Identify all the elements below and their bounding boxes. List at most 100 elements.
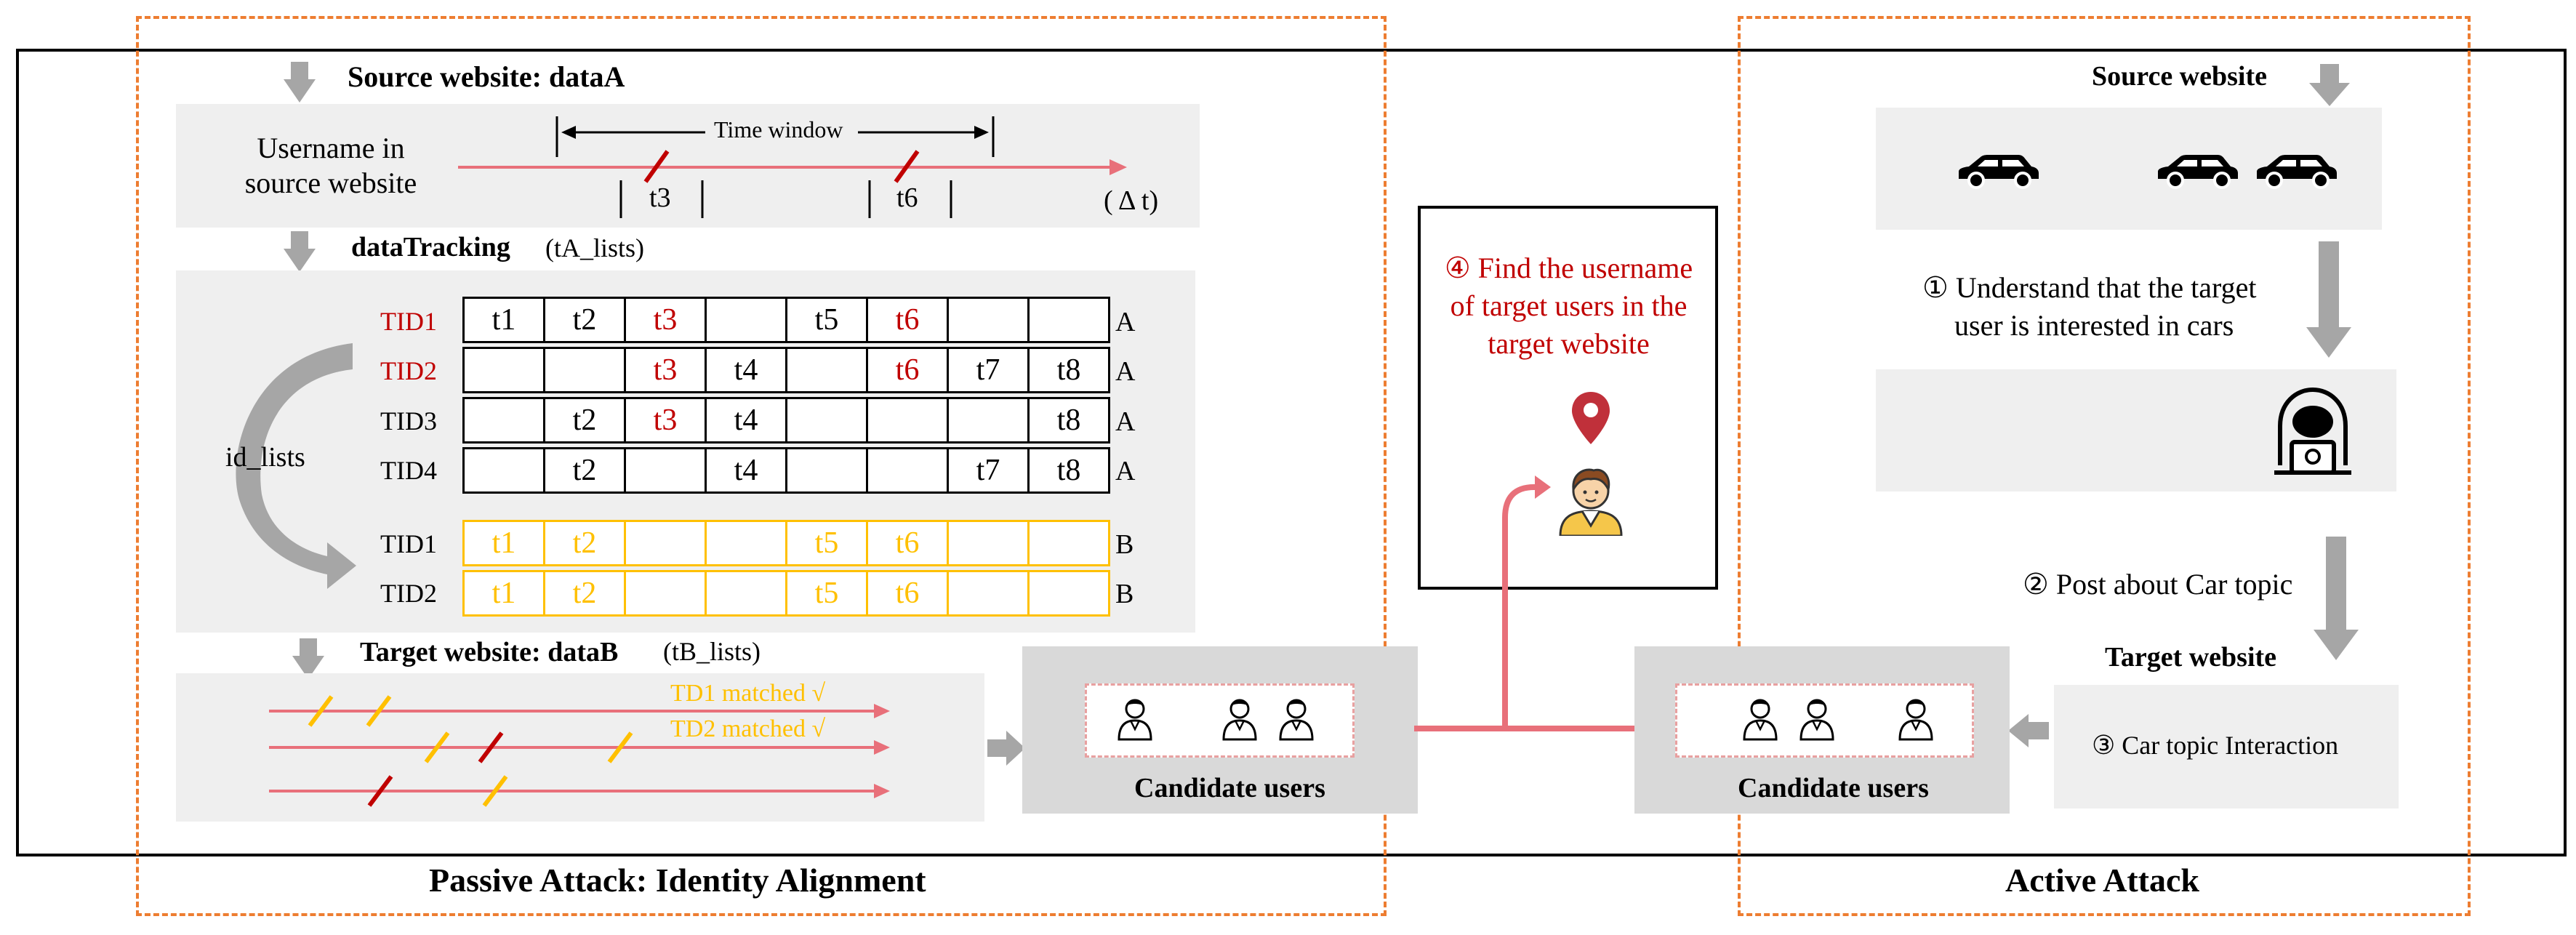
tid-label: TID1 (380, 307, 437, 336)
time-cell: t1 (462, 570, 545, 617)
time-cell: t5 (785, 570, 868, 617)
connector-arrow-svg (1414, 475, 1634, 731)
time-cell (866, 447, 949, 494)
time-cell (462, 347, 545, 393)
time-cell (624, 570, 707, 617)
active-attack-title: Active Attack (2005, 862, 2199, 899)
timeline-mark-t6: t6 (896, 182, 918, 213)
tid-label: TID2 (380, 356, 437, 385)
time-cell: t4 (705, 447, 787, 494)
user-icon (1116, 696, 1154, 745)
user-icon (1741, 696, 1779, 745)
time-cell: t6 (866, 520, 949, 566)
down-arrow-icon (284, 62, 316, 103)
understand-line-2: user is interested in cars (1954, 309, 2234, 342)
down-arrow-icon (292, 638, 324, 679)
time-cell: t1 (462, 297, 545, 343)
time-cell (462, 397, 545, 444)
time-cell (785, 397, 868, 444)
user-avatar-icon (1559, 468, 1623, 536)
time-cell: t6 (866, 297, 949, 343)
time-cell (543, 347, 626, 393)
time-cell (1027, 520, 1110, 566)
passive-attack-region (136, 16, 1387, 916)
target-timeline-svg (269, 695, 890, 807)
source-timeline-svg (458, 116, 1127, 218)
site-label: A (1115, 406, 1136, 437)
time-cell: t6 (866, 347, 949, 393)
find-line-1: ④ Find the username (1444, 252, 1693, 284)
time-cell: t2 (543, 447, 626, 494)
time-cell (1027, 570, 1110, 617)
id-lists-label: id_lists (225, 442, 305, 473)
site-label: A (1115, 456, 1136, 486)
down-arrow-icon (2306, 241, 2351, 358)
car-topic-interaction-label: ③ Car topic Interaction (2092, 731, 2339, 760)
tid-label: TID1 (380, 529, 437, 558)
time-cell: t5 (785, 520, 868, 566)
data-tracking-label: dataTracking (351, 232, 510, 262)
find-line-2: of target users in the (1450, 289, 1688, 322)
active-target-label: Target website (2105, 642, 2277, 673)
time-cell (462, 447, 545, 494)
target-website-label: Target website: dataB (360, 637, 619, 667)
candidate-users-label-left: Candidate users (1134, 773, 1325, 803)
site-label: B (1115, 579, 1134, 609)
interaction-panel (2054, 685, 2399, 808)
site-label: B (1115, 529, 1134, 560)
down-arrow-icon (2309, 64, 2350, 106)
candidate-users-label-right: Candidate users (1738, 773, 1929, 803)
understand-line-1: ① Understand that the target (1922, 271, 2257, 304)
active-attack-region (1738, 16, 2471, 916)
time-cell: t4 (705, 397, 787, 444)
curved-arrow-icon (236, 343, 356, 589)
hacker-icon (2274, 387, 2351, 475)
source-website-label: Source website: dataA (348, 60, 625, 93)
time-cell (785, 447, 868, 494)
time-cell (866, 397, 949, 444)
location-pin-icon (1572, 392, 1610, 444)
down-arrow-icon (284, 231, 316, 272)
site-label: A (1115, 356, 1136, 387)
time-cell: t1 (462, 520, 545, 566)
matched-1-label: TD1 matched √ (670, 680, 826, 707)
username-label-line2: source website (244, 166, 417, 199)
time-cell: t8 (1027, 397, 1110, 444)
time-cell: t7 (947, 447, 1030, 494)
time-cell (947, 397, 1030, 444)
time-cell (1027, 297, 1110, 343)
time-cell: t3 (624, 297, 707, 343)
candidate-users-box-right (1675, 683, 1974, 758)
data-tracking-sub: (tA_lists) (545, 233, 645, 262)
time-cell: t8 (1027, 447, 1110, 494)
username-label-line1: Username in (257, 132, 405, 164)
car-icon (1959, 155, 2039, 189)
time-cell: t4 (705, 347, 787, 393)
delta-t-label: ( Δ t) (1104, 185, 1159, 216)
find-line-3: target website (1488, 327, 1650, 360)
left-arrow-icon (2008, 714, 2049, 747)
time-cell: t6 (866, 570, 949, 617)
tid-label: TID4 (380, 456, 437, 485)
car-icon (2257, 155, 2337, 189)
passive-attack-title: Passive Attack: Identity Alignment (429, 862, 926, 899)
time-cell (705, 520, 787, 566)
time-cell: t2 (543, 297, 626, 343)
time-cell (624, 520, 707, 566)
time-cell: t7 (947, 347, 1030, 393)
user-icon (1277, 696, 1315, 745)
time-cell (705, 570, 787, 617)
time-window-label: Time window (710, 116, 848, 143)
active-source-label: Source website (2092, 61, 2267, 92)
time-cell: t2 (543, 397, 626, 444)
matched-2-label: TD2 matched √ (670, 715, 826, 743)
tid-label: TID2 (380, 579, 437, 608)
post-car-topic-label: ② Post about Car topic (2023, 568, 2293, 601)
car-icon (2158, 155, 2238, 189)
target-website-sub: (tB_lists) (663, 637, 761, 666)
